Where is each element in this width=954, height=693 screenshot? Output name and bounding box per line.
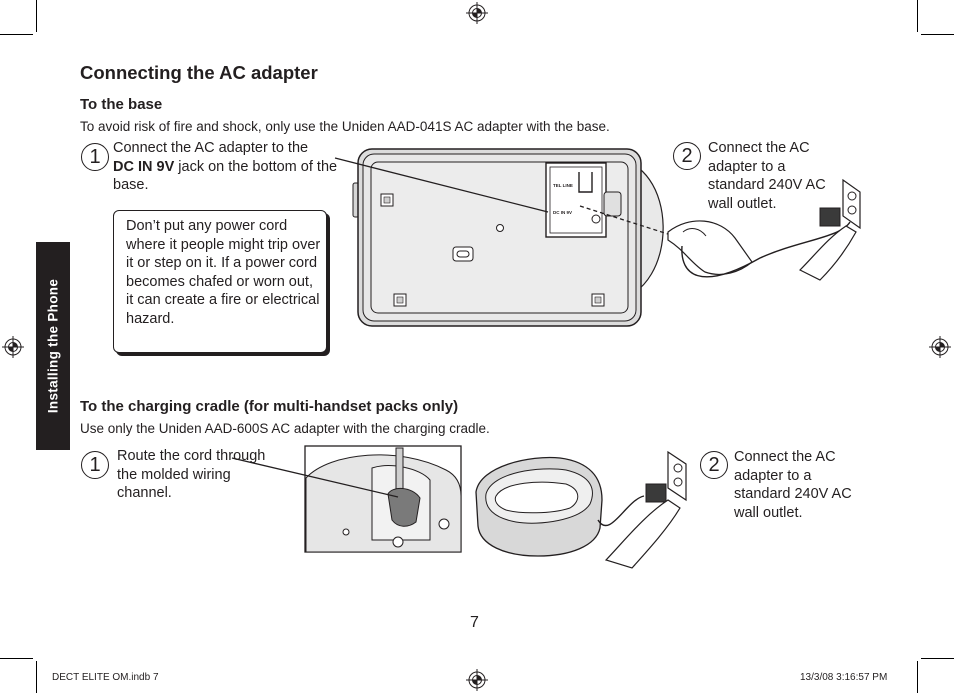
page-title: Connecting the AC adapter <box>80 62 318 83</box>
step-number-badge: 2 <box>673 142 701 170</box>
registration-mark-icon <box>928 335 952 359</box>
crop-mark-icon <box>917 661 918 693</box>
base-step1-pre: Connect the AC adapter to the <box>113 140 309 156</box>
crop-mark-icon <box>0 34 33 35</box>
warning-box: Don’t put any power cord where it people… <box>113 210 327 353</box>
charging-cradle-illustration <box>475 456 603 557</box>
base-heading: To the base <box>80 96 163 113</box>
page-number: 7 <box>470 614 479 631</box>
base-step1-bold: DC IN 9V <box>113 158 175 175</box>
crop-mark-icon <box>36 0 37 32</box>
registration-mark-icon <box>465 1 489 25</box>
base-step2-text: Connect the AC adapter to a standard 240… <box>708 140 826 212</box>
cradle-step1-text: Route the cord through the molded wiring… <box>117 448 266 501</box>
cradle-heading: To the charging cradle (for multi-handse… <box>80 398 459 415</box>
dc-in-label: DC IN 9V <box>553 210 573 215</box>
registration-mark-icon <box>1 335 25 359</box>
cradle-step2-text: Connect the AC adapter to a standard 240… <box>734 449 852 521</box>
base-intro: To avoid risk of fire and shock, only us… <box>80 119 610 134</box>
section-tab-label: Installing the Phone <box>45 278 61 414</box>
section-tab: Installing the Phone <box>36 242 70 450</box>
step-number-badge: 1 <box>81 451 109 479</box>
base-step1-text: Connect the AC adapter to the DC IN 9V j… <box>113 139 338 195</box>
wall-outlet-illustration <box>604 450 687 569</box>
base-step1-post: jack on the bottom of the base. <box>113 158 338 194</box>
step-number-badge: 2 <box>700 451 728 479</box>
hand-illustration <box>667 220 753 275</box>
warning-text: Don’t put any power cord where it people… <box>126 218 321 327</box>
footer-file: DECT ELITE OM.indb 7 <box>52 672 159 683</box>
step-number-badge: 1 <box>81 143 109 171</box>
tel-line-label: TEL LINE <box>553 183 573 188</box>
cradle-bottom-illustration <box>304 445 462 553</box>
crop-mark-icon <box>0 658 33 659</box>
base-station-illustration <box>352 148 664 327</box>
crop-mark-icon <box>921 34 954 35</box>
registration-mark-icon <box>465 668 489 692</box>
crop-mark-icon <box>917 0 918 32</box>
cradle-intro: Use only the Uniden AAD-600S AC adapter … <box>80 421 490 436</box>
crop-mark-icon <box>36 661 37 693</box>
wall-outlet-illustration <box>798 178 861 281</box>
crop-mark-icon <box>921 658 954 659</box>
footer-timestamp: 13/3/08 3:16:57 PM <box>800 672 888 683</box>
